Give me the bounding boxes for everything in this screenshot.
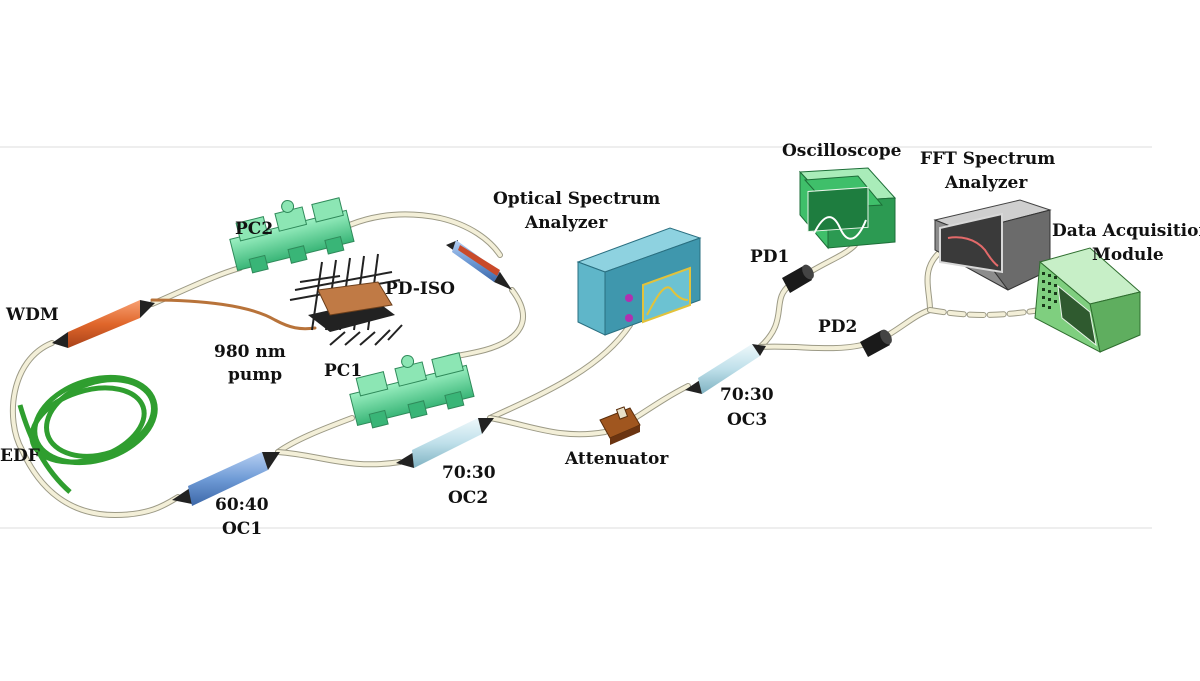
label-edf: EDF [0,446,40,466]
label-fft-line2: Analyzer [944,173,1028,193]
attenuator [599,406,641,445]
label-oc3-ratio: 70:30 [720,385,774,405]
label-fft-line1: FFT Spectrum [920,149,1055,169]
label-pc1: PC1 [324,361,362,381]
label-oc1-ratio: 60:40 [215,495,269,515]
pd2-photodetector [860,329,892,357]
wdm-coupler [52,300,155,348]
label-oc2: OC2 [448,488,488,508]
label-oc1: OC1 [222,519,262,539]
label-pc2: PC2 [235,219,273,239]
label-daq-line1: Data Acquisition [1052,221,1200,241]
label-osa-line1: Optical Spectrum [493,189,660,209]
labels: WDM EDF PC2 PD-ISO 980 nm pump PC1 60:40… [0,141,1200,539]
oscilloscope [798,167,897,250]
pd-iso-isolator [289,253,403,346]
oc1-coupler [172,452,280,506]
label-wdm: WDM [5,305,59,325]
label-oc3: OC3 [727,410,767,430]
label-pd2: PD2 [818,317,857,337]
pc2-controller [229,197,355,274]
pd1-photodetector [782,264,814,293]
oc2-coupler [396,418,494,468]
label-attenuator: Attenuator [564,449,669,469]
edf-coil [17,374,158,494]
label-oscilloscope: Oscilloscope [782,141,902,161]
label-pump-wavelength: 980 nm [214,342,286,362]
fiber-paths [9,211,1043,519]
label-pd-iso: PD-ISO [385,279,455,299]
data-acquisition-module [1034,247,1142,353]
label-daq-line2: Module [1092,245,1164,265]
optical-spectrum-analyzer [576,227,702,336]
pc1-controller [349,352,475,429]
label-pd1: PD1 [750,247,789,267]
oc3-coupler [685,344,766,394]
label-oc2-ratio: 70:30 [442,463,496,483]
label-osa-line2: Analyzer [524,213,608,233]
fft-spectrum-analyzer [933,199,1052,291]
label-pump: pump [228,365,282,385]
ring-coupler-top [446,240,512,290]
